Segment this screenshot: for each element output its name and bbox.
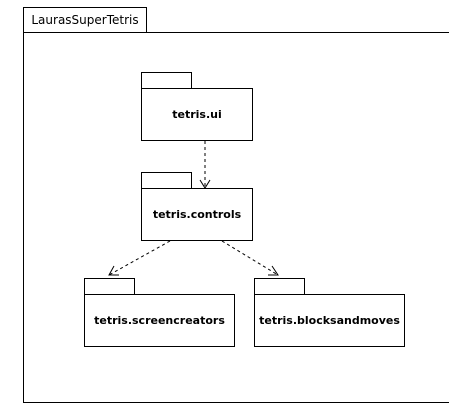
package-tab: [142, 73, 192, 89]
package-label: tetris.screencreators: [94, 314, 225, 327]
package-label: tetris.controls: [153, 208, 242, 221]
package-tab: [85, 279, 135, 295]
package-label: tetris.blocksandmoves: [259, 314, 400, 327]
package-tab: [255, 279, 305, 295]
container-package-title: LaurasSuperTetris: [31, 13, 138, 27]
package-tab: [142, 173, 192, 189]
package-label: tetris.ui: [172, 108, 222, 121]
